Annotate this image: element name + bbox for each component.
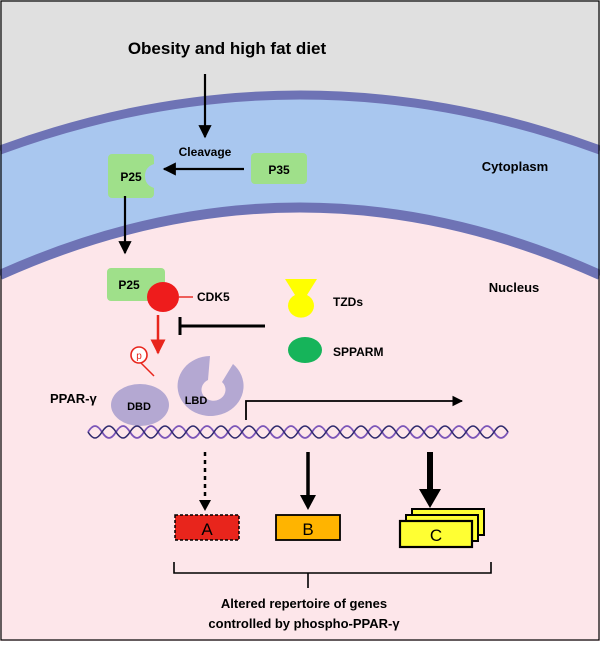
nucleus-region [0,207,600,641]
p25-top-label: P25 [120,170,142,184]
arrow-head-b [300,495,316,510]
cdk5-label: CDK5 [197,290,230,304]
spparm-shape [288,337,322,363]
spparm-label: SPPARM [333,345,383,359]
caption-line-2: controlled by phospho-PPAR-γ [208,616,400,631]
lbd-label: LBD [185,395,208,407]
dbd-label: DBD [127,401,151,413]
transcription-arrow [245,395,464,420]
cleavage-label: Cleavage [179,145,232,159]
gene-b-box [275,514,341,541]
p35-label: P35 [268,163,290,177]
caption-line-1: Altered repertoire of genes [221,596,387,611]
p35-box [251,153,307,184]
gene-b-label: B [302,520,313,539]
phospho-label: p [136,351,142,362]
arrow-head-a [199,500,211,511]
lbd-domain [177,356,244,416]
nuclear-envelope [0,202,600,280]
gene-c-box-front [398,519,474,549]
phospho-stalk [138,360,155,377]
gene-bracket [173,562,492,574]
gene-a-label: A [201,520,213,539]
gene-a-box [174,514,240,541]
gene-c-label: C [430,526,442,545]
nucleus-label: Nucleus [489,280,540,295]
diagram-title: Obesity and high fat diet [128,39,327,58]
cell-membrane [0,90,600,155]
phospho-circle [130,346,148,364]
p25-nucleus-label: P25 [118,278,140,292]
pparg-label: PPAR-γ [50,391,97,406]
tzds-shape [285,279,317,318]
dna-strand-2 [87,425,509,439]
cdk5-circle [147,282,179,312]
cytoplasm-label: Cytoplasm [482,159,548,174]
p25-top-box [108,154,154,198]
arrow-head-c [419,489,441,508]
dbd-domain [111,384,169,426]
tzds-label: TZDs [333,295,363,309]
